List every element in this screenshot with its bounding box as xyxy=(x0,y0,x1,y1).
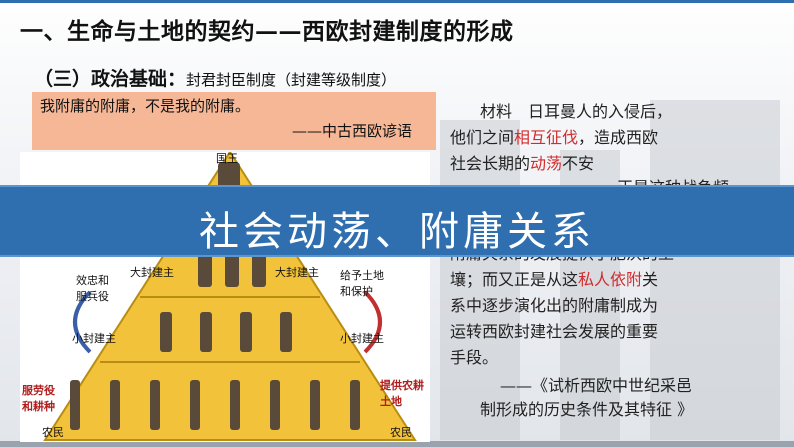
peasant-figure xyxy=(70,380,80,430)
peasant-figure xyxy=(310,380,320,430)
subtitle-note: （封建等级制度） xyxy=(276,71,397,89)
proverb-box: 我附庸的附庸，不是我的附庸。 ——中古西欧谚语 xyxy=(32,92,436,150)
material-line: 他们之间相互征伐，造成西欧 xyxy=(450,128,659,147)
bottom-rule xyxy=(0,441,794,447)
peasant-figure xyxy=(110,380,120,430)
material-source: ——《试析西欧中世纪采邑 xyxy=(500,376,693,395)
peasant-label-right: 农民 xyxy=(390,426,412,439)
big-lord-label-left: 大封建主 xyxy=(130,266,174,279)
material-line: 运转西欧封建社会发展的重要 xyxy=(450,322,659,341)
material-line: 社会长期的动荡不安 xyxy=(450,154,595,173)
left-arrow xyxy=(73,290,92,354)
right-arrow xyxy=(363,290,382,354)
small-lord-label-left: 小封建主 xyxy=(72,332,116,345)
subtitle-prefix: （三）政治基础： xyxy=(34,68,187,90)
lord-figure xyxy=(225,247,239,287)
peasant-figure xyxy=(270,380,280,430)
peasant-label-left: 农民 xyxy=(42,426,64,439)
subtitle-main: 封君封臣制度 xyxy=(186,71,277,89)
knight-figure xyxy=(240,312,252,352)
pyramid-drawing xyxy=(43,150,417,441)
knight-figure xyxy=(160,312,172,352)
subtitle: （三）政治基础：封君封臣制度（封建等级制度） xyxy=(34,64,396,91)
knight-figure xyxy=(200,312,212,352)
proverb-source: ——中古西欧谚语 xyxy=(291,122,412,140)
right-arrow-label-top: 给予土地 和保护 xyxy=(340,269,384,298)
figures xyxy=(70,162,360,430)
top-rule xyxy=(0,0,794,3)
page-title: 一、生命与土地的契约——西欧封建制度的形成 xyxy=(20,18,514,45)
material-line: 壤；而又正是从这私人依附关 xyxy=(450,270,659,289)
left-arrow-label-bottom: 服劳役 和耕种 xyxy=(22,384,55,413)
peasant-figure xyxy=(350,380,360,430)
big-lord-label-right: 大封建主 xyxy=(275,266,319,279)
peasant-figure xyxy=(230,380,240,430)
material-line: 系中逐步演化出的附庸制成为 xyxy=(450,296,659,315)
banner-text: 社会动荡、附庸关系 xyxy=(199,209,595,255)
peasant-figure xyxy=(150,380,160,430)
small-lord-label-right: 小封建主 xyxy=(340,332,384,345)
material-source: 制形成的历史条件及其特征 》 xyxy=(480,400,694,419)
material-line: 手段。 xyxy=(450,348,499,367)
right-arrow-label-bottom: 提供农耕 土地 xyxy=(380,379,424,408)
king-figure xyxy=(218,162,240,192)
king-label: 国王 xyxy=(216,152,238,165)
lord-figure xyxy=(198,247,212,287)
material-line: 材料 日耳曼人的入侵后， xyxy=(480,102,673,121)
lord-figure xyxy=(252,247,266,287)
highlight-banner: 社会动荡、附庸关系 xyxy=(0,185,794,257)
peasant-figure xyxy=(190,380,200,430)
background-building xyxy=(440,120,520,440)
proverb-text: 我附庸的附庸，不是我的附庸。 xyxy=(40,97,251,115)
left-arrow-label-top: 效忠和 服兵役 xyxy=(76,274,109,303)
background-building xyxy=(650,100,780,440)
knight-figure xyxy=(280,312,292,352)
